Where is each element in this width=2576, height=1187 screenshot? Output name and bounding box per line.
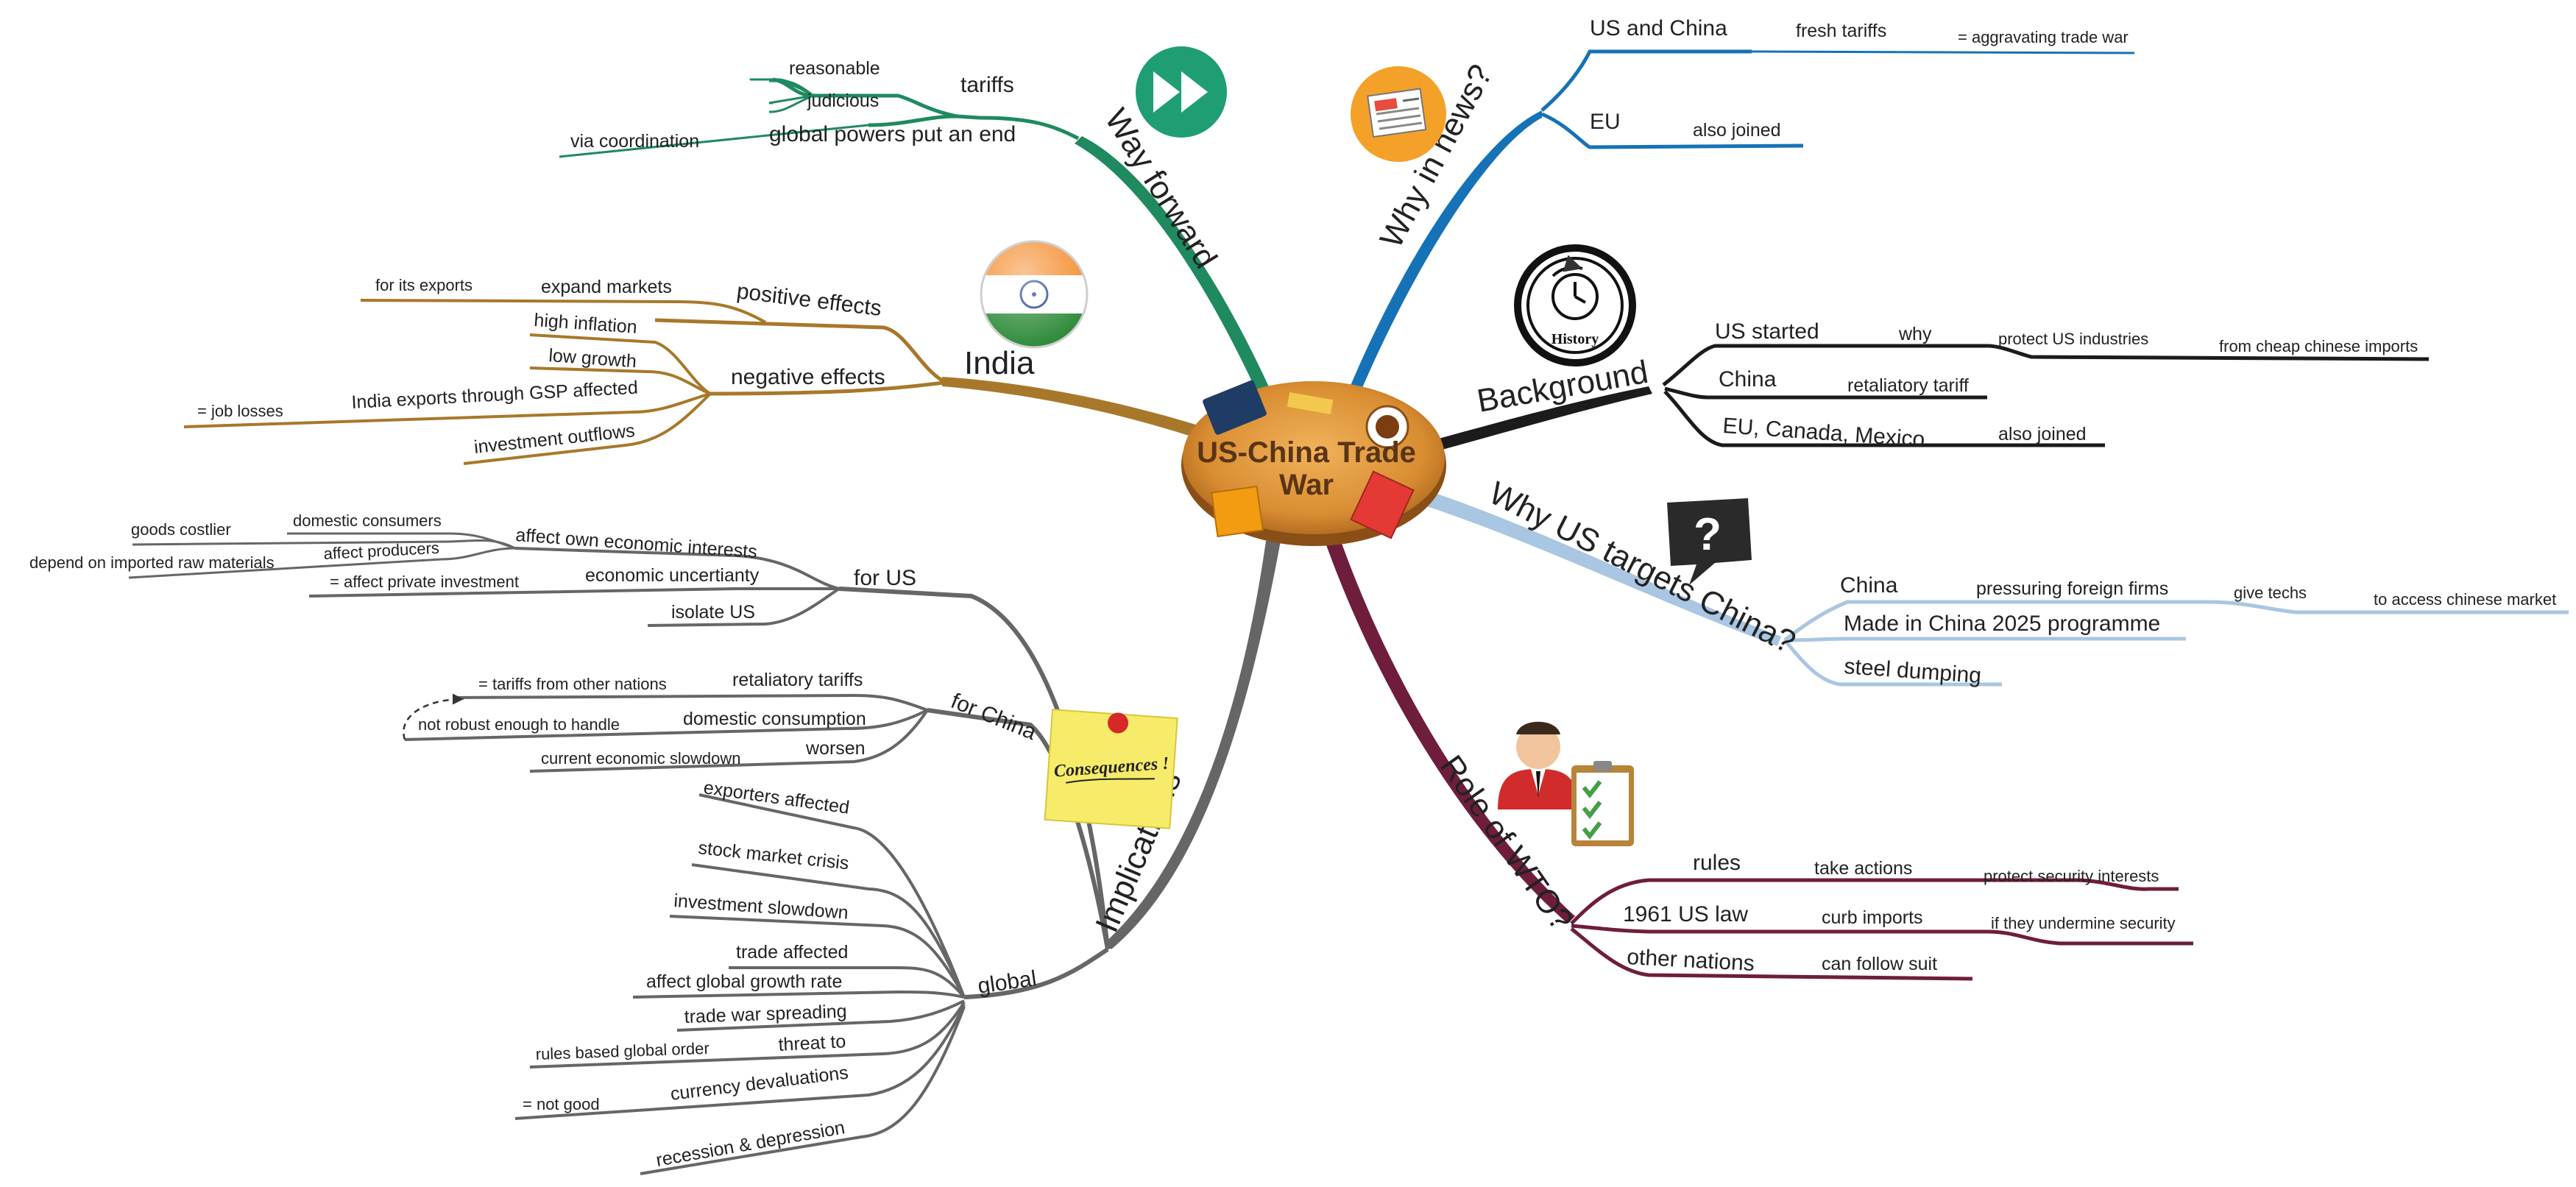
wto-curb: curb imports (1822, 907, 1923, 928)
india-gsp: India exports through GSP affected (351, 378, 639, 413)
targets-china: China (1840, 573, 1898, 598)
us-affect-private: = affect private investment (330, 573, 519, 591)
china-not-robust: not robust enough to handle (418, 715, 620, 734)
us-depend-on: depend on imported raw materials (29, 553, 275, 572)
us-goods-costlier: goods costlier (131, 520, 231, 539)
newspaper-icon (1351, 66, 1446, 162)
for-us-label: for US (854, 566, 916, 590)
targets-give-techs: give techs (2234, 584, 2307, 602)
targets-label: Why US targets China? (1483, 475, 1801, 660)
news-us-china: US and China (1590, 16, 1727, 40)
wto-law: 1961 US law (1623, 902, 1748, 926)
news-also-joined: also joined (1693, 120, 1781, 141)
bg-retaliatory: retaliatory tariff (1847, 375, 1969, 396)
question-bubble-icon: ? (1667, 498, 1752, 585)
us-economic-uncertainty: economic uncertianty (585, 565, 760, 586)
wto-if-undermine: if they undermine security (1991, 914, 2176, 932)
svg-text:?: ? (1694, 509, 1722, 560)
branch-india: India positive effects expand markets fo… (183, 240, 1214, 465)
center-title-line1: US-China Trade (1197, 436, 1416, 469)
china-worsen: worsen (805, 738, 866, 759)
wto-other-nations: other nations (1627, 945, 1755, 976)
branch-news-trunk (1340, 110, 1542, 416)
news-fresh-tariffs: fresh tariffs (1796, 21, 1886, 41)
china-domestic-consumption: domestic consumption (683, 709, 866, 729)
us-affect-own: affect own economic interests (515, 525, 758, 562)
global-label: global (976, 966, 1038, 999)
global-growth: affect global growth rate (646, 971, 842, 992)
bg-protect: protect US industries (1998, 330, 2148, 348)
branch-background: Background US started why protect US ind… (1428, 244, 2430, 453)
bg-china: China (1719, 367, 1777, 391)
bg-from-cheap: from cheap chinese imports (2219, 337, 2418, 355)
india-for-exports: for its exports (375, 276, 473, 294)
way-judicious: judicious (807, 91, 879, 111)
bg-also-joined: also joined (1998, 424, 2087, 444)
wto-protect-security: protect security interests (1984, 867, 2159, 885)
wto-take-actions: take actions (1814, 858, 1912, 879)
global-threat: threat to (778, 1031, 846, 1055)
sticky-note-icon: Consequences ! (1044, 709, 1178, 829)
targets-to-access: to access chinese market (2374, 590, 2556, 609)
news-eu: EU (1590, 110, 1621, 134)
india-job-losses: = job losses (197, 402, 283, 420)
way-reasonable: reasonable (789, 58, 880, 79)
global-not-good: = not good (523, 1095, 600, 1113)
way-tariffs: tariffs (960, 73, 1014, 97)
global-trade: trade affected (736, 942, 848, 963)
india-high-inflation: high inflation (534, 310, 638, 338)
india-negative: negative effects (731, 365, 885, 389)
bg-us-started: US started (1715, 319, 1819, 344)
businessman-checklist-icon (1498, 721, 1634, 846)
us-isolate: isolate US (671, 602, 755, 623)
center-node: US-China Trade War (1181, 380, 1446, 546)
dashed-arrow (403, 693, 464, 740)
india-flag-icon (980, 240, 1089, 349)
us-domestic-consumers: domestic consumers (293, 511, 442, 530)
way-via-coordination: via coordination (570, 131, 699, 152)
india-label: India (964, 345, 1035, 381)
history-clock-icon: History (1514, 244, 1636, 366)
way-global-powers: global powers put an end (769, 122, 1016, 146)
china-retaliatory: retaliatory tariffs (732, 670, 863, 690)
news-aggravating: = aggravating trade war (1958, 28, 2129, 46)
wto-rules: rules (1693, 851, 1741, 875)
india-expand: expand markets (541, 277, 672, 297)
branch-why-us-targets-china: Why US targets China? China pressuring f… (1420, 475, 2569, 688)
branch-why-in-news: Why in news? US and China fresh tariffs … (1340, 16, 2135, 416)
branch-implications: Implications for US affect own economic … (29, 511, 1281, 1175)
china-current-slowdown: current economic slowdown (541, 749, 740, 768)
history-label: History (1551, 331, 1599, 347)
targets-made-in: Made in China 2025 programme (1844, 612, 2160, 636)
bg-why: why (1898, 324, 1932, 344)
for-china-label: for China (947, 689, 1040, 745)
center-title-line2: War (1279, 469, 1334, 501)
targets-pressuring: pressuring foreign firms (1976, 578, 2168, 599)
fast-forward-icon (1136, 46, 1227, 138)
wto-can-follow: can follow suit (1822, 954, 1937, 974)
china-tariffs-other: = tariffs from other nations (478, 675, 667, 693)
india-positive: positive effects (735, 279, 882, 321)
global-rules-based: rules based global order (535, 1039, 710, 1063)
